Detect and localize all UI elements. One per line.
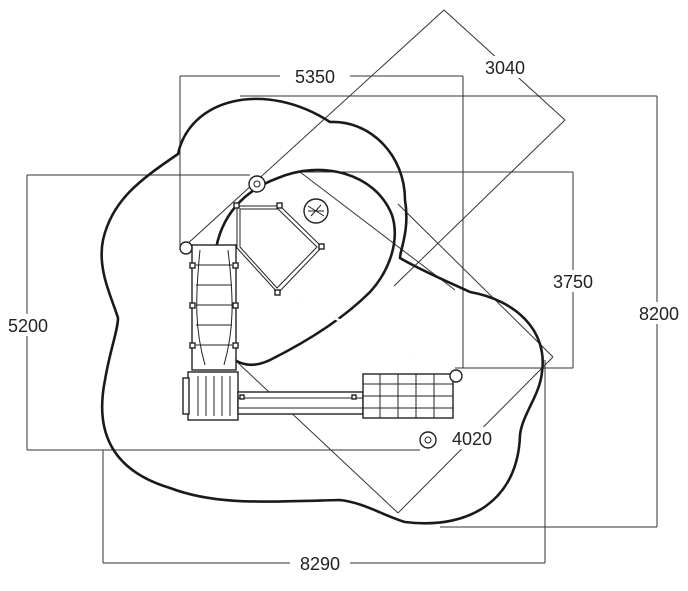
post-circle-top <box>248 175 266 193</box>
post-circle-right <box>449 369 463 383</box>
dim-diagonal-top: 3040 <box>485 58 525 78</box>
dim-bottom-width: 8290 <box>300 554 340 574</box>
dim-inner-height: 3750 <box>553 272 593 292</box>
bridge <box>237 391 364 415</box>
safety-zone-outline <box>100 97 545 525</box>
dim-diagonal-bottom: 4020 <box>452 429 492 449</box>
dim-top-width: 5350 <box>295 67 335 87</box>
diamond-frame <box>236 205 323 294</box>
play-equipment <box>179 175 463 449</box>
post-circle-left <box>179 241 193 255</box>
dim-left-height: 5200 <box>8 316 48 336</box>
post-circle-bottom <box>419 431 437 449</box>
dim-right-height: 8200 <box>639 304 679 324</box>
